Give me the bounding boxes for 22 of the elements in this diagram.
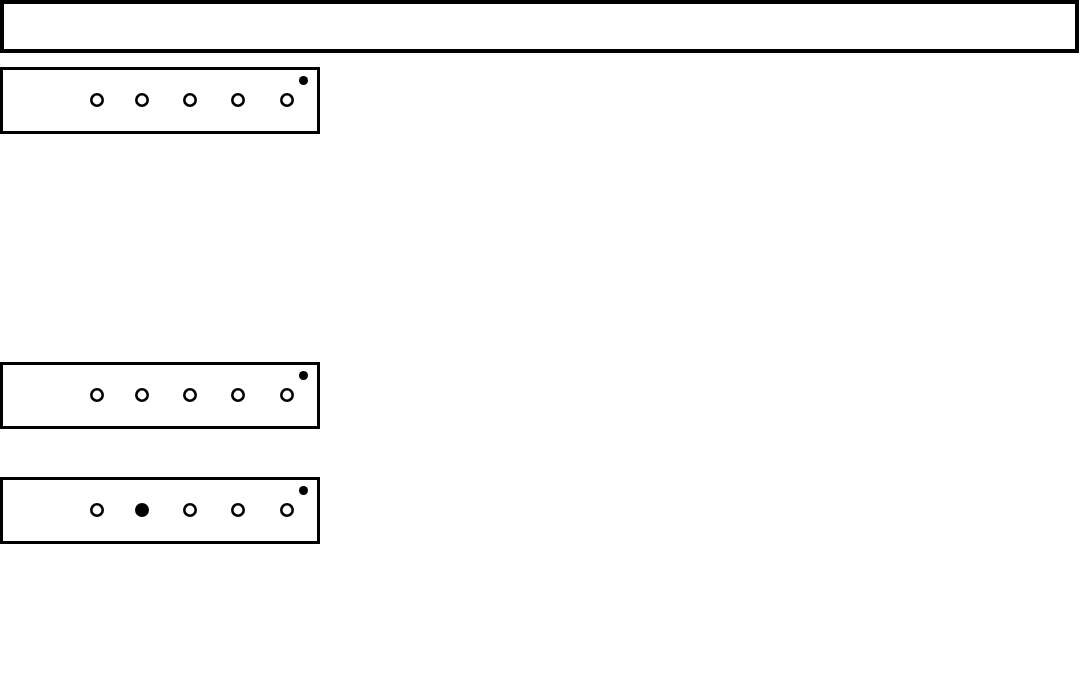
ring-icon [183, 503, 197, 517]
ring-icon [90, 388, 104, 402]
ring-icon [90, 503, 104, 517]
ring-icon [135, 388, 149, 402]
indicator-panel [0, 67, 320, 134]
ring-icon [183, 93, 197, 107]
ring-icon [90, 93, 104, 107]
ring-icon [231, 503, 245, 517]
ring-icon [231, 388, 245, 402]
empty-box [0, 0, 1079, 53]
indicator-panel [0, 477, 320, 544]
ring-icon [135, 93, 149, 107]
ring-icon [183, 388, 197, 402]
ring-icon [231, 93, 245, 107]
small-dot-icon [298, 485, 308, 495]
small-dot-icon [298, 75, 308, 85]
filled-circle-icon [135, 503, 149, 517]
small-dot-icon [298, 370, 308, 380]
ring-icon [280, 93, 294, 107]
ring-icon [280, 503, 294, 517]
indicator-panel [0, 362, 320, 429]
ring-icon [280, 388, 294, 402]
